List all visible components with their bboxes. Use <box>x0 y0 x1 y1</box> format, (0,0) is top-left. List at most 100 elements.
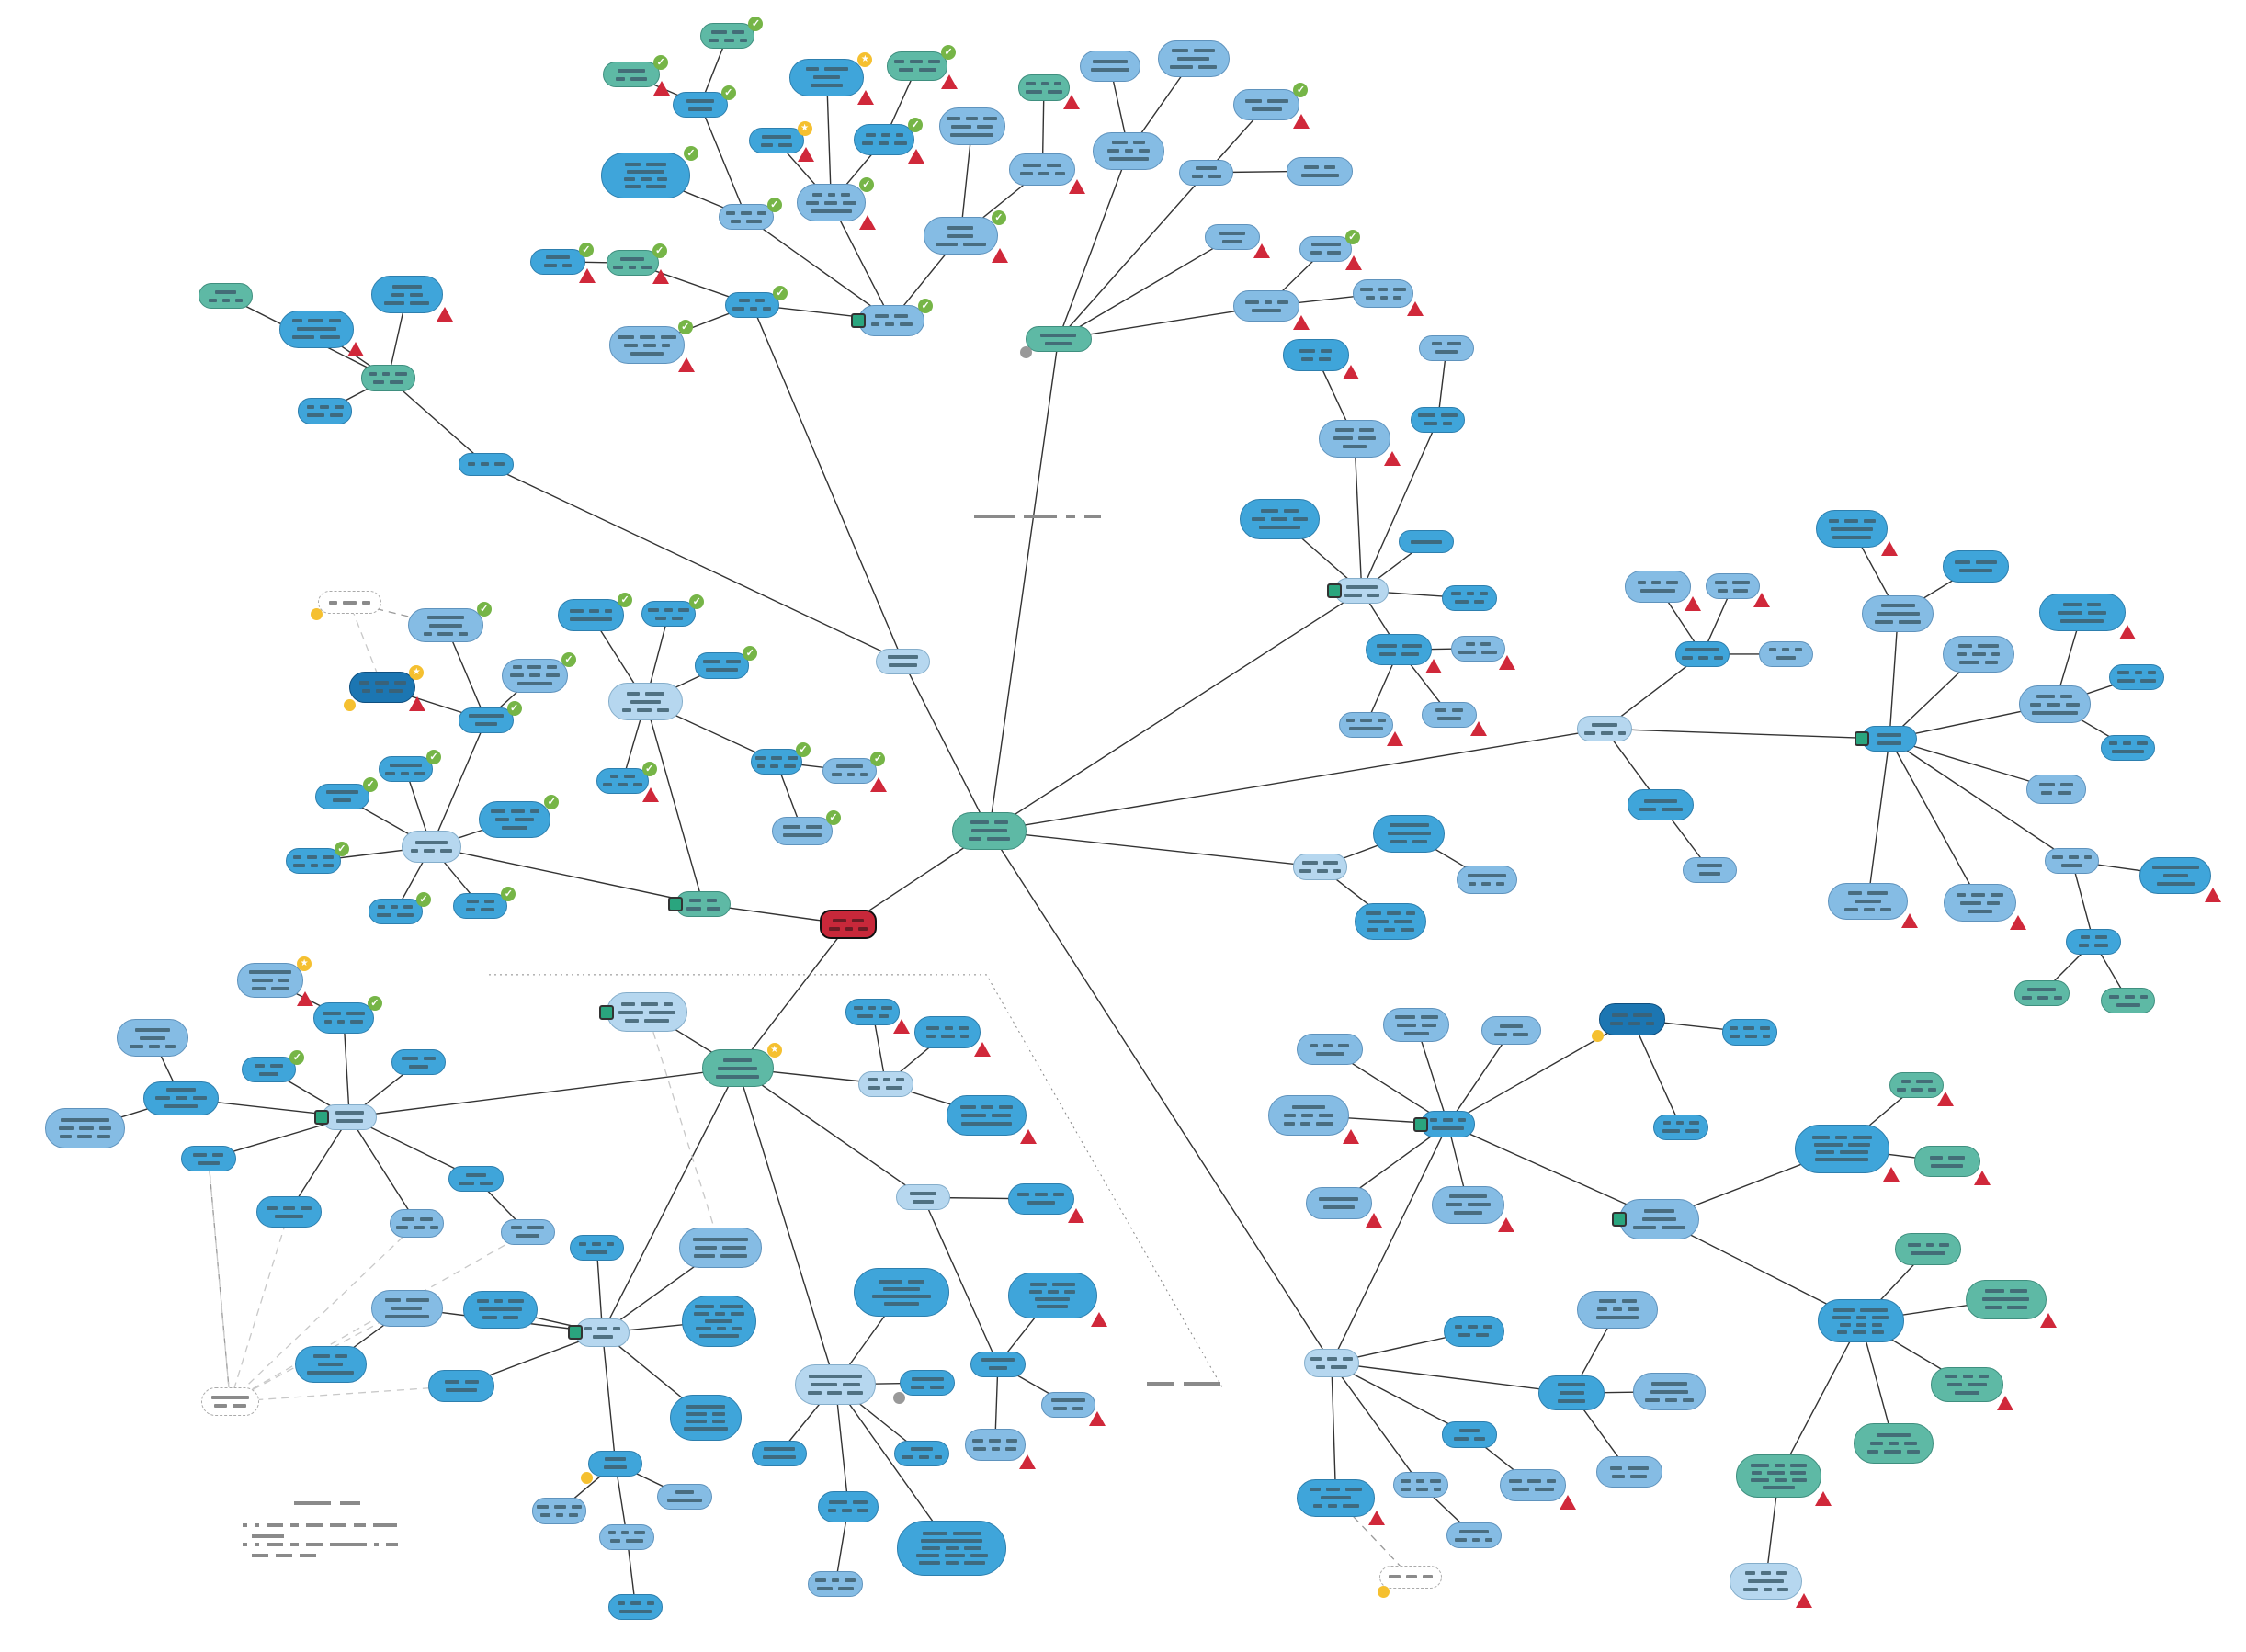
anchor-dot-icon[interactable] <box>892 1391 905 1404</box>
node-m2f[interactable]: ✓ <box>822 751 888 792</box>
node-n4d[interactable] <box>1040 1391 1106 1426</box>
node-g2[interactable] <box>1816 510 1899 557</box>
node-o3[interactable] <box>462 1291 539 1329</box>
node-m2d[interactable]: ✓ <box>596 761 659 802</box>
node-n2[interactable] <box>607 991 687 1033</box>
node-m1i[interactable]: ✓ <box>452 886 516 919</box>
node-m1[interactable] <box>401 831 462 863</box>
node-g8[interactable] <box>2100 734 2156 761</box>
node-q2[interactable] <box>278 310 364 356</box>
node-s8[interactable] <box>181 1146 236 1172</box>
node-m2e[interactable]: ✓ <box>750 742 811 775</box>
node-n1b[interactable] <box>1080 50 1140 83</box>
node-g9[interactable] <box>2025 775 2087 804</box>
node-n5[interactable] <box>795 1363 876 1405</box>
anchor-dot-icon[interactable] <box>581 1472 594 1485</box>
node-s12[interactable] <box>390 1208 445 1239</box>
node-j3[interactable] <box>1480 1016 1542 1046</box>
node-h3[interactable] <box>1354 902 1427 941</box>
node-i5[interactable] <box>1595 1456 1662 1488</box>
node-n1g[interactable] <box>1205 224 1270 259</box>
node-g11[interactable] <box>1944 884 2026 930</box>
connector-handle-icon[interactable] <box>1611 1211 1627 1227</box>
node-h2[interactable] <box>1457 865 1517 895</box>
node-h1[interactable] <box>1373 815 1446 853</box>
node-w1[interactable] <box>938 107 1005 146</box>
anchor-dot-icon[interactable] <box>344 698 357 711</box>
node-g6[interactable] <box>2018 685 2091 723</box>
node-n1j[interactable] <box>1353 278 1424 316</box>
node-g7[interactable] <box>2109 663 2164 691</box>
node-s2[interactable] <box>116 1019 188 1058</box>
node-m1f[interactable]: ✓ <box>378 750 441 783</box>
node-g15[interactable] <box>2014 980 2070 1007</box>
node-s13[interactable] <box>201 1386 259 1417</box>
node-u3[interactable]: ✓ <box>602 55 671 96</box>
node-n3a[interactable] <box>845 999 911 1034</box>
node-f[interactable] <box>1577 716 1632 742</box>
node-w[interactable]: ✓ <box>923 210 1008 263</box>
node-e8[interactable] <box>1410 406 1466 433</box>
node-e10[interactable] <box>1318 419 1401 466</box>
node-s1[interactable] <box>143 1081 219 1116</box>
node-j8[interactable] <box>1722 1019 1777 1046</box>
node-v3[interactable]: ✓ <box>854 117 925 164</box>
node-n1e[interactable] <box>1287 156 1354 186</box>
node-f2[interactable] <box>1625 571 1702 611</box>
node-m1c[interactable]: ✓ <box>502 651 577 694</box>
node-f5[interactable] <box>1628 788 1695 821</box>
node-k2[interactable] <box>1889 1072 1955 1107</box>
node-b2[interactable]: ✓ <box>609 320 695 372</box>
node-n1i[interactable]: ✓ <box>1299 229 1362 270</box>
node-n5g[interactable] <box>752 1440 807 1466</box>
node-f4[interactable] <box>1758 640 1814 667</box>
node-e6[interactable] <box>1338 711 1404 746</box>
node-o5[interactable] <box>294 1345 367 1384</box>
node-n3b[interactable] <box>914 1016 992 1057</box>
node-n4e[interactable] <box>964 1429 1036 1469</box>
node-f6[interactable] <box>1682 856 1738 883</box>
node-k3[interactable] <box>1913 1146 1991 1186</box>
node-m2c[interactable]: ✓ <box>694 646 758 679</box>
node-v1[interactable]: ★ <box>788 52 875 105</box>
node-m2b[interactable]: ✓ <box>641 594 705 628</box>
connector-handle-icon[interactable] <box>851 312 867 328</box>
node-o4[interactable] <box>370 1289 443 1328</box>
node-r[interactable] <box>819 910 878 939</box>
node-l2[interactable] <box>1965 1279 2057 1329</box>
node-b4[interactable]: ✓ <box>530 242 596 283</box>
node-j5[interactable] <box>1305 1187 1382 1228</box>
node-v2[interactable]: ★ <box>749 121 814 163</box>
node-n5d[interactable] <box>897 1521 1007 1576</box>
node-n4[interactable] <box>895 1184 951 1211</box>
node-g10[interactable] <box>1827 882 1919 929</box>
node-m1e[interactable]: ✓ <box>314 776 379 809</box>
node-k[interactable] <box>1618 1198 1700 1239</box>
node-o9[interactable] <box>587 1450 643 1477</box>
node-v[interactable]: ✓ <box>796 177 876 230</box>
node-n1h[interactable] <box>1233 290 1310 331</box>
node-g4[interactable] <box>1942 635 2015 673</box>
node-i2[interactable] <box>1538 1375 1605 1410</box>
node-j1[interactable] <box>1297 1033 1364 1066</box>
node-n1d[interactable] <box>1179 159 1234 186</box>
node-u[interactable]: ✓ <box>719 198 782 231</box>
node-e2[interactable] <box>1399 530 1454 554</box>
node-o6[interactable] <box>428 1370 495 1402</box>
node-e9[interactable] <box>1419 334 1474 361</box>
connector-handle-icon[interactable] <box>567 1325 583 1341</box>
node-m1a[interactable]: ✓ <box>459 700 522 733</box>
node-f1[interactable] <box>1674 640 1730 667</box>
node-s7[interactable] <box>391 1049 447 1076</box>
node-o11[interactable] <box>599 1523 654 1550</box>
node-b3[interactable]: ✓ <box>607 243 669 285</box>
node-o1[interactable] <box>678 1228 763 1269</box>
connector-handle-icon[interactable] <box>1327 583 1342 599</box>
node-s6[interactable]: ★ <box>237 956 314 1006</box>
node-b[interactable]: ✓ <box>724 285 788 318</box>
node-g16[interactable] <box>2100 987 2156 1014</box>
node-w3[interactable] <box>1017 74 1081 109</box>
node-g14[interactable] <box>2066 928 2121 955</box>
node-j7[interactable] <box>1598 1003 1665 1035</box>
node-v4[interactable]: ✓ <box>887 45 959 89</box>
